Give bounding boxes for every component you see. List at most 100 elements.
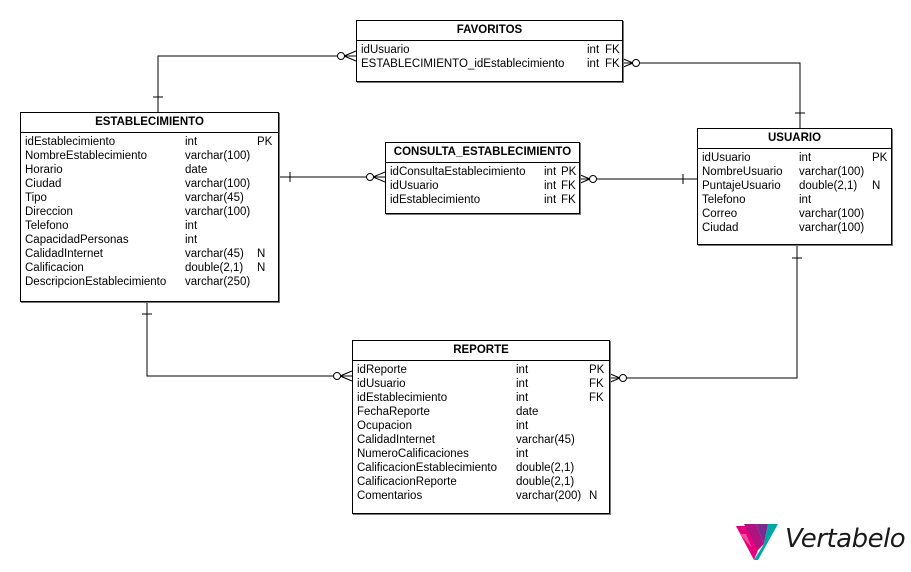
entity-consulta-establecimiento[interactable]: CONSULTA_ESTABLECIMIENTO idConsultaEstab… (385, 142, 580, 214)
column-type: double(2,1) (516, 476, 575, 488)
column-name: NombreUsuario (702, 166, 783, 178)
column-type: int (516, 420, 529, 432)
rel-usuario-favoritos (633, 62, 801, 128)
column-type: varchar(100) (799, 222, 865, 234)
column-type: varchar(100) (799, 208, 865, 220)
column-type: varchar(100) (185, 150, 251, 162)
zero-marker (337, 52, 345, 60)
column-flag: N (872, 180, 881, 192)
column-flag: PK (257, 136, 273, 148)
column-name: idEstablecimiento (25, 136, 116, 148)
column-row[interactable]: FechaReporte date (357, 405, 605, 419)
column-type: date (516, 406, 539, 418)
vertabelo-logo-icon (736, 524, 778, 560)
entity-title: USUARIO (698, 129, 891, 149)
column-name: idUsuario (357, 378, 406, 390)
column-row[interactable]: Telefono int (702, 193, 887, 207)
column-type: double(2,1) (185, 262, 244, 274)
column-type: int (544, 194, 557, 206)
column-type: double(2,1) (799, 180, 858, 192)
column-type: varchar(200) (516, 490, 582, 502)
column-flag: FK (605, 58, 620, 70)
column-name: Ciudad (702, 222, 739, 234)
column-type: date (185, 164, 208, 176)
column-type: int (544, 180, 557, 192)
column-type: varchar(100) (185, 206, 251, 218)
column-name: Comentarios (357, 490, 423, 502)
entity-title: REPORTE (353, 341, 609, 361)
column-flag: N (257, 262, 266, 274)
column-row[interactable]: CalificacionReporte double(2,1) (357, 475, 605, 489)
column-name: FechaReporte (357, 406, 430, 418)
column-name: ESTABLECIMIENTO_idEstablecimiento (361, 58, 565, 70)
column-flag: FK (561, 194, 576, 206)
column-type: int (544, 166, 557, 178)
column-flag: PK (589, 364, 605, 376)
column-name: Direccion (25, 206, 73, 218)
column-type: varchar(250) (185, 276, 251, 288)
vertabelo-brand: Vertabelo (734, 518, 906, 564)
column-name: idReporte (357, 364, 407, 376)
column-name: Telefono (25, 220, 69, 232)
column-row[interactable]: PuntajeUsuario double(2,1) N (702, 179, 887, 193)
column-name: CalificacionReporte (357, 476, 457, 488)
column-name: Tipo (25, 192, 47, 204)
column-row[interactable]: Tipo varchar(45) (25, 191, 274, 205)
column-type: varchar(45) (185, 248, 244, 260)
column-name: Ciudad (25, 178, 62, 190)
column-type: varchar(45) (185, 192, 244, 204)
column-name: idUsuario (361, 44, 410, 56)
column-type: int (587, 44, 600, 56)
column-name: idUsuario (390, 180, 439, 192)
column-row[interactable]: Horario date (25, 163, 274, 177)
column-name: idEstablecimiento (357, 392, 448, 404)
entity-title: CONSULTA_ESTABLECIMIENTO (386, 143, 579, 163)
brand-name: Vertabelo (785, 524, 906, 554)
column-name: idUsuario (702, 152, 751, 164)
column-name: PuntajeUsuario (702, 180, 781, 192)
column-type: int (516, 378, 529, 390)
column-type: int (516, 448, 529, 460)
column-type: int (799, 194, 812, 206)
column-name: Horario (25, 164, 63, 176)
column-name: CalidadInternet (357, 434, 435, 446)
column-type: double(2,1) (516, 462, 575, 474)
column-type: int (185, 234, 198, 246)
column-row[interactable]: Ciudad varchar(100) (702, 221, 887, 235)
column-row[interactable]: Direccion varchar(100) (25, 205, 274, 219)
rel-establecimiento-favoritos (157, 55, 344, 112)
column-name: Telefono (702, 194, 746, 206)
rel-usuario-reporte (620, 243, 798, 379)
